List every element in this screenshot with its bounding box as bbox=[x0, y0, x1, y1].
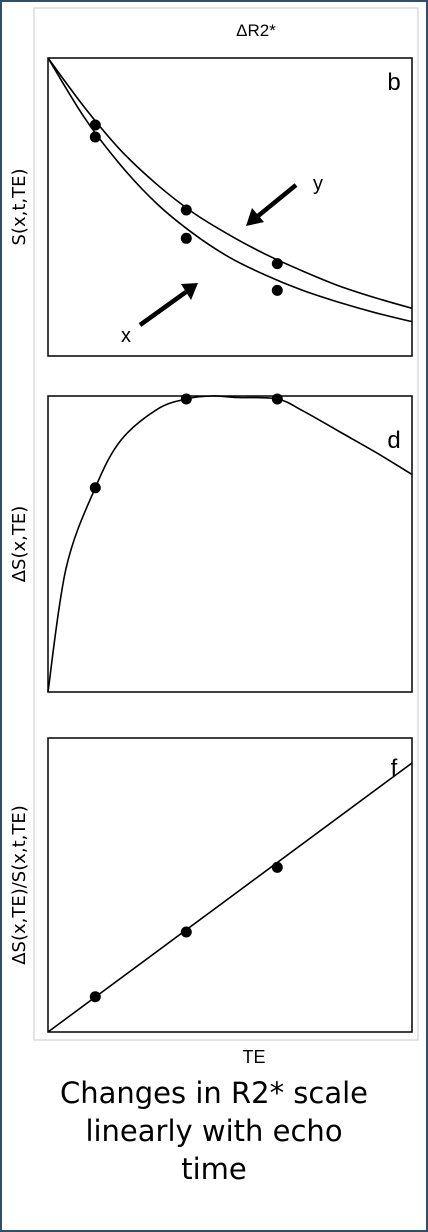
caption-line-2: linearly with echo bbox=[85, 1114, 343, 1148]
panel-b-axes bbox=[47, 57, 413, 357]
panel-b-curve-x bbox=[47, 57, 413, 323]
annotation-y-label: y bbox=[313, 173, 323, 195]
panel-d-point-2 bbox=[271, 393, 283, 405]
caption-line-3: time bbox=[181, 1152, 247, 1186]
panel-d-curve-0 bbox=[47, 395, 413, 693]
panel-f-point-1 bbox=[180, 926, 192, 938]
panel-b-point-4 bbox=[271, 258, 283, 270]
panel-d-point-0 bbox=[89, 482, 101, 494]
arrow-x-head bbox=[181, 283, 198, 300]
panel-b-title: ΔR2* bbox=[236, 21, 276, 40]
panel-f-curve-0 bbox=[47, 762, 413, 1033]
arrow-y-shaft bbox=[256, 183, 298, 218]
panel-b-point-2 bbox=[180, 204, 192, 216]
panel-f: f ΔS(x,TE)/S(x,t,TE) TE bbox=[9, 737, 413, 1067]
panel-f-point-2 bbox=[271, 861, 283, 873]
panel-b: ΔR2* b S(x,t,TE) y x bbox=[9, 21, 413, 357]
panel-f-point-0 bbox=[89, 991, 101, 1003]
caption-line-1: Changes in R2* scale bbox=[59, 1076, 369, 1110]
panel-b-ylabel: S(x,t,TE) bbox=[9, 169, 30, 246]
caption: Changes in R2* scale linearly with echo … bbox=[10, 1074, 418, 1188]
panel-b-point-1 bbox=[89, 131, 101, 143]
panel-d-axes bbox=[47, 395, 413, 693]
arrow-x-shaft bbox=[138, 290, 188, 327]
annotation-x: x bbox=[121, 283, 198, 347]
panel-f-axes bbox=[47, 737, 413, 1033]
panel-f-xlabel: TE bbox=[242, 1047, 265, 1067]
panel-d-label: d bbox=[387, 427, 400, 454]
panel-f-ylabel: ΔS(x,TE)/S(x,t,TE) bbox=[9, 805, 30, 965]
panel-d-ylabel: ΔS(x,TE) bbox=[9, 506, 30, 583]
panel-b-point-3 bbox=[180, 232, 192, 244]
panel-f-label: f bbox=[391, 755, 398, 782]
panel-b-point-0 bbox=[89, 119, 101, 131]
panel-d: d ΔS(x,TE) bbox=[9, 393, 413, 693]
panel-b-label: b bbox=[387, 69, 400, 96]
panel-b-point-5 bbox=[271, 284, 283, 296]
arrow-y-head bbox=[246, 208, 264, 226]
annotation-y: y bbox=[246, 173, 323, 226]
annotation-x-label: x bbox=[121, 325, 131, 347]
panel-b-curve-y bbox=[47, 57, 413, 310]
panel-d-point-1 bbox=[180, 393, 192, 405]
